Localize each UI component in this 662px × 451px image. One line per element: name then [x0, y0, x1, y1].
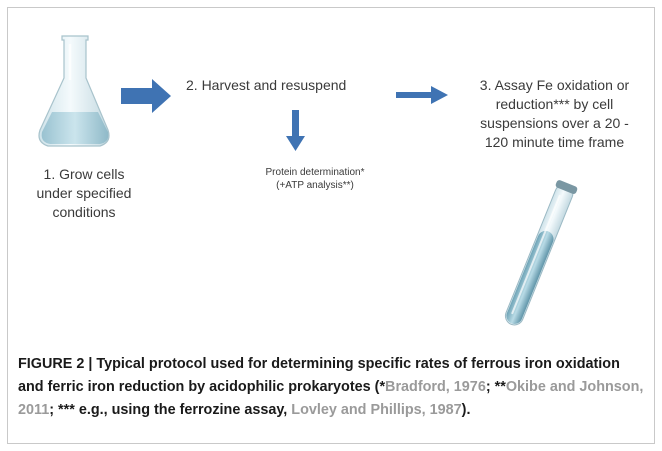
note-line: (+ATP analysis**): [276, 180, 354, 191]
protein-determination-note: Protein determination* (+ATP analysis**): [240, 166, 390, 192]
step-line: conditions: [52, 204, 116, 220]
step-line: 1. Grow cells: [43, 166, 125, 182]
arrow-right-icon: [121, 79, 171, 113]
caption-text: ; **: [485, 379, 506, 395]
citation-link[interactable]: Lovley and Phillips, 1987: [291, 402, 462, 418]
citation-link[interactable]: Bradford, 1976: [385, 379, 486, 395]
caption-text: Typical protocol used for determining sp…: [18, 356, 620, 395]
caption-text: ; *** e.g., using the ferrozine assay,: [49, 402, 292, 418]
figure-frame: [7, 7, 655, 444]
arrow-down-icon: [286, 110, 305, 151]
step-grow-cells: 1. Grow cells under specified conditions: [18, 165, 150, 222]
step-line: 120 minute time frame: [484, 134, 625, 150]
step-line: suspensions over a 20 -: [480, 115, 629, 131]
figure-caption: FIGURE 2 | Typical protocol used for det…: [18, 353, 646, 422]
erlenmeyer-flask-icon: [38, 35, 110, 147]
step-line: 3. Assay Fe oxidation or: [479, 77, 630, 93]
caption-text: ).: [461, 402, 471, 418]
citation-link[interactable]: Okibe and Johnson, 2011: [18, 379, 644, 418]
arrow-right-icon: [396, 86, 448, 104]
caption-label: FIGURE 2 |: [18, 356, 97, 372]
step-assay: 3. Assay Fe oxidation or reduction*** by…: [462, 76, 647, 152]
note-line: Protein determination*: [265, 167, 365, 178]
step-line: reduction*** by cell: [495, 96, 614, 112]
test-tube-icon: [504, 180, 578, 326]
step-line: under specified: [36, 185, 132, 201]
step-harvest: 2. Harvest and resuspend: [186, 77, 347, 93]
